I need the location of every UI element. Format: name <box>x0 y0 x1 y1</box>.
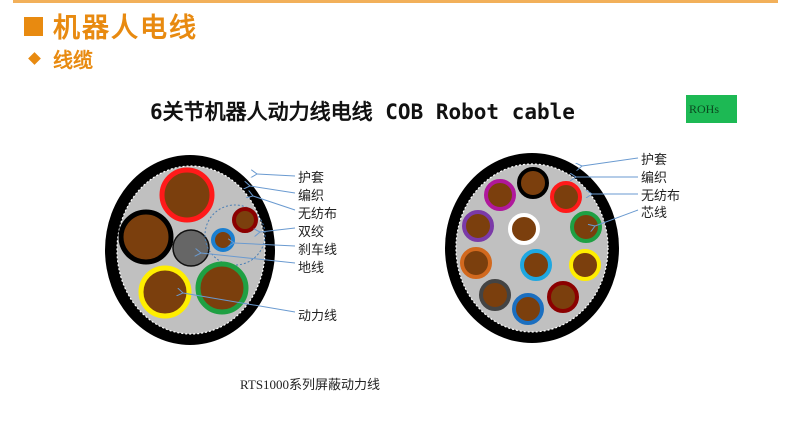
label-braid: 编织 <box>298 189 325 204</box>
top-accent-line <box>13 0 778 3</box>
label-brake-wire: 刹车线 <box>298 243 338 258</box>
right-leader-lines <box>576 157 639 226</box>
square-bullet-icon <box>24 17 43 36</box>
label-nonwoven: 无纺布 <box>298 207 338 222</box>
label-core-wire: 芯线 <box>641 206 668 221</box>
section-title: 线缆 <box>28 44 93 73</box>
label-jacket-right: 护套 <box>641 153 668 168</box>
left-leader-lines <box>183 174 296 313</box>
label-braid-right: 编织 <box>641 171 668 186</box>
label-ground-wire: 地线 <box>298 261 325 276</box>
label-jacket: 护套 <box>298 171 325 186</box>
slide-title: 6关节机器人动力线电线 COB Robot cable <box>150 100 575 124</box>
label-power-wire: 动力线 <box>298 309 338 324</box>
section-title-text: 线缆 <box>53 48 93 72</box>
right-cable-cross-section <box>445 153 619 343</box>
page-title-text: 机器人电线 <box>53 13 198 44</box>
label-nonwoven-right: 无纺布 <box>641 189 681 204</box>
page-title: 机器人电线 <box>24 6 198 45</box>
rohs-badge: ROHs <box>686 95 737 123</box>
left-cable-cross-section <box>105 155 275 345</box>
diagram-caption: RTS1000系列屏蔽动力线 <box>240 377 381 392</box>
label-twisted-pair: 双绞 <box>298 225 325 240</box>
